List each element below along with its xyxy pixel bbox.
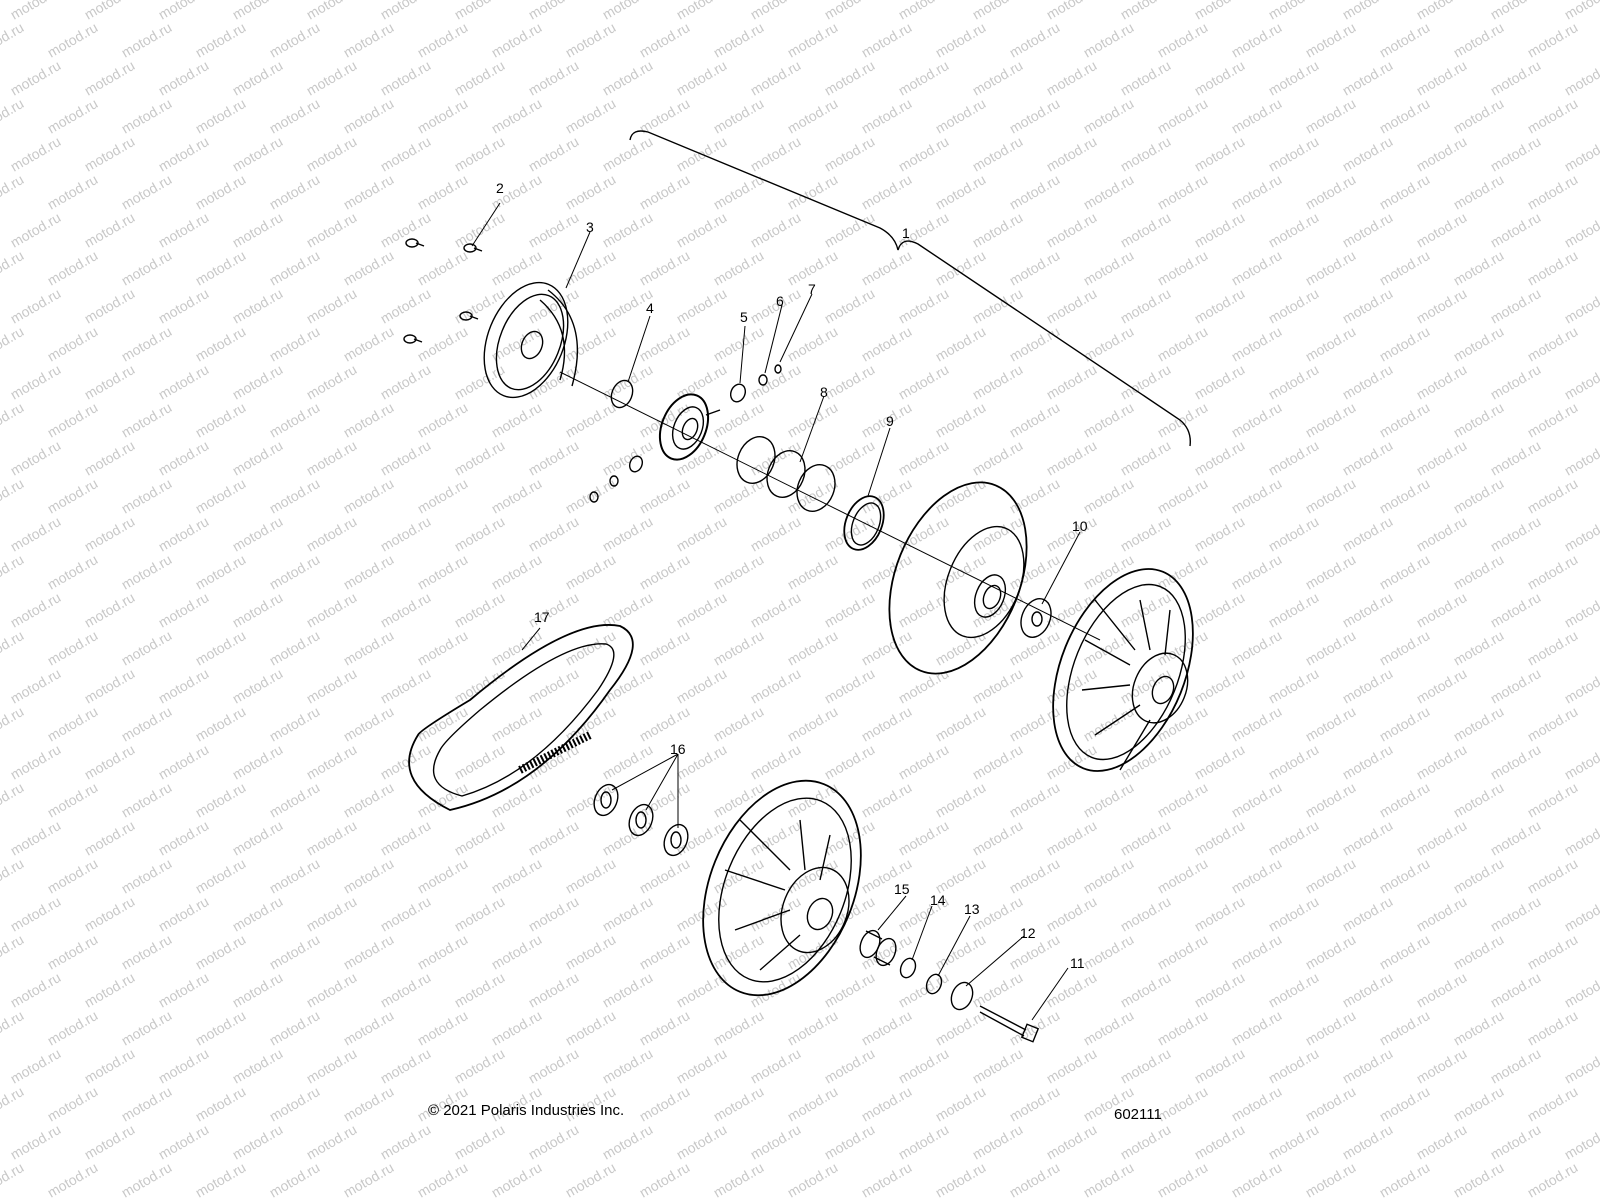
roller-icon (628, 455, 644, 473)
shaft-line (559, 371, 1101, 641)
callout-6: 6 (776, 293, 784, 309)
drive-belt-icon (408, 624, 634, 811)
assembly-bracket (629, 130, 1191, 447)
seal-ring-icon (843, 495, 885, 551)
callout-10: 10 (1072, 518, 1088, 534)
washer-icon (925, 973, 943, 995)
spacer-icon (859, 929, 897, 967)
clip-icon (774, 364, 782, 374)
callout-1: 1 (902, 225, 910, 241)
callout-8: 8 (820, 384, 828, 400)
copyright-notice: © 2021 Polaris Industries Inc. (428, 1102, 625, 1119)
snap-ring-icon (610, 379, 634, 409)
screw-icon (405, 238, 425, 248)
clip-icon (589, 491, 599, 503)
callout-16: 16 (670, 741, 686, 757)
screw-group (403, 238, 483, 344)
spring-icon (736, 436, 836, 512)
callout-17: 17 (534, 609, 550, 625)
callout-labels: 1 2 3 4 5 6 7 8 9 10 11 12 13 14 15 16 1… (496, 180, 1088, 971)
screw-icon (459, 311, 479, 321)
screw-icon (463, 243, 483, 253)
callout-11: 11 (1070, 955, 1085, 971)
washer-icon (609, 475, 619, 487)
callout-15: 15 (894, 881, 910, 897)
thrust-washer-icon (1020, 598, 1052, 638)
lower-sheave-icon (702, 779, 862, 997)
washer-icon (950, 981, 974, 1011)
cover-icon (483, 281, 579, 399)
drawing-number: 602111 (1114, 1106, 1162, 1123)
roller-icon (729, 383, 747, 403)
spider-icon (658, 393, 721, 461)
callout-7: 7 (808, 281, 816, 297)
callout-4: 4 (646, 300, 654, 316)
bolt-icon (979, 1005, 1040, 1043)
washer-icon (758, 374, 768, 386)
callout-5: 5 (740, 309, 748, 325)
callout-12: 12 (1020, 925, 1036, 941)
screw-icon (403, 334, 423, 344)
callout-14: 14 (930, 892, 946, 908)
shim-washers-icon (593, 783, 689, 857)
callout-13: 13 (964, 901, 980, 917)
moveable-sheave-icon (888, 481, 1028, 675)
callout-2: 2 (496, 180, 504, 196)
callout-3: 3 (586, 219, 594, 235)
washer-icon (899, 957, 917, 979)
callout-9: 9 (886, 413, 894, 429)
fixed-sheave-icon (1052, 568, 1194, 772)
leader-lines (471, 202, 1081, 1021)
